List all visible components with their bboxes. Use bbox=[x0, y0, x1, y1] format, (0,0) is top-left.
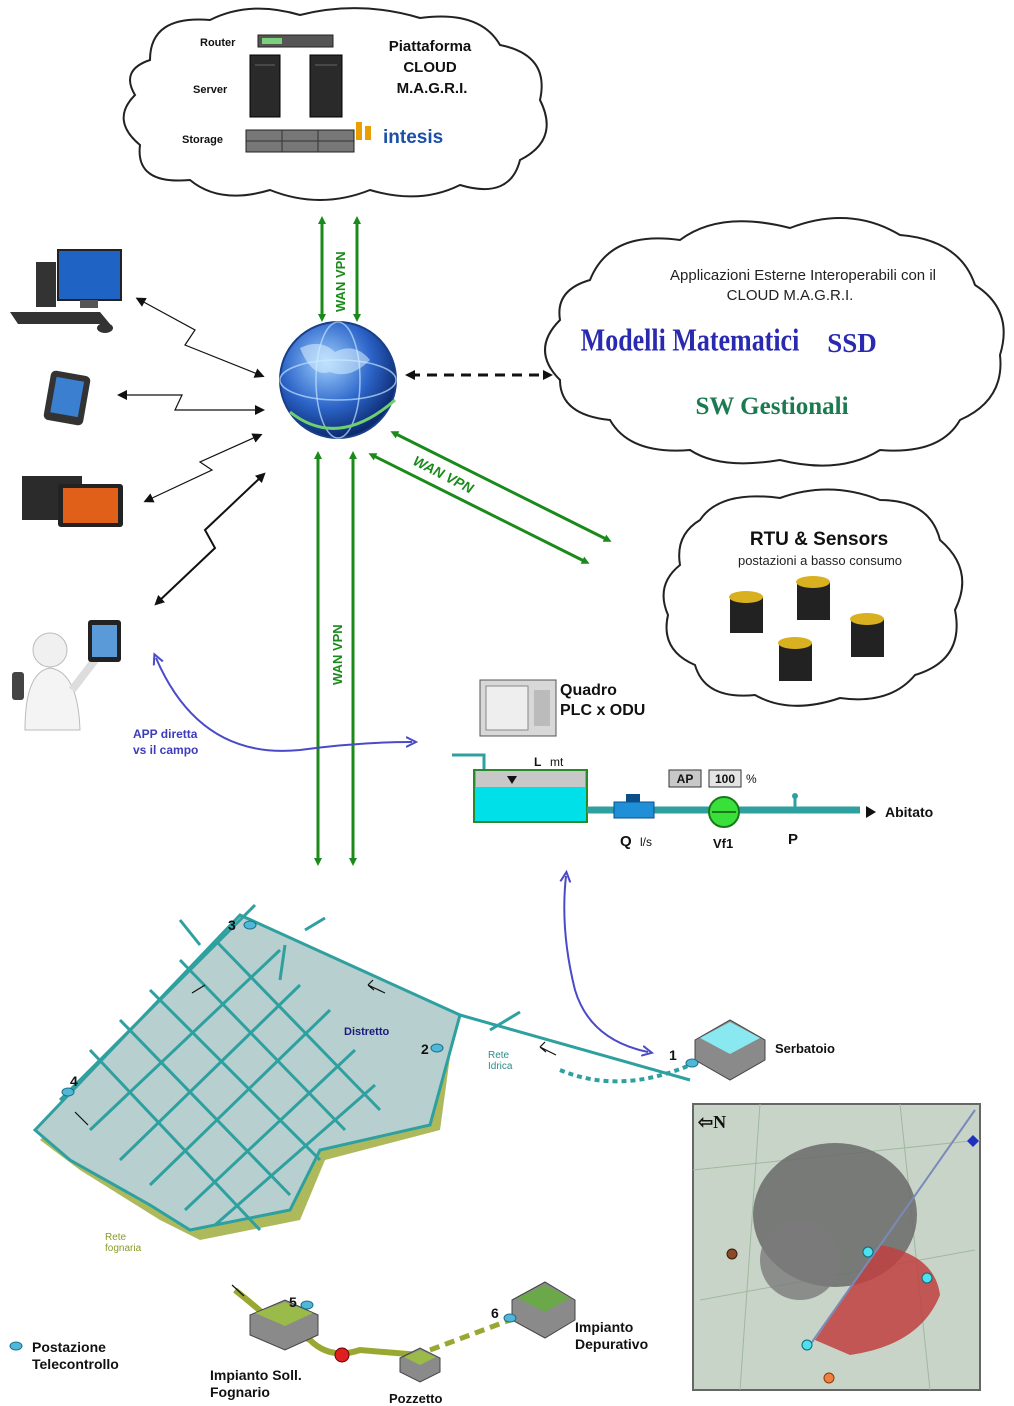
station-1-label: 1 bbox=[669, 1047, 677, 1063]
rtu-title: RTU & Sensors bbox=[750, 529, 888, 550]
plc-line1: Quadro bbox=[560, 682, 617, 699]
ap-value: 100 bbox=[715, 772, 735, 786]
water-tank-process bbox=[452, 753, 860, 823]
storage-icon bbox=[245, 129, 355, 153]
flow-label: Q bbox=[620, 833, 632, 850]
station-6-label: 6 bbox=[491, 1305, 499, 1321]
desktop-link-arrow bbox=[135, 297, 265, 378]
wan-vpn-label-center: WAN VPN bbox=[330, 624, 345, 685]
smartphone-link-arrow bbox=[117, 390, 265, 415]
treatment-line2: Depurativo bbox=[575, 1336, 648, 1352]
flow-unit: l/s bbox=[640, 835, 652, 849]
plc-tank-arrow bbox=[564, 876, 648, 1052]
mobile-user-icon bbox=[12, 620, 121, 731]
plc-line2: PLC x ODU bbox=[560, 702, 645, 719]
manhole-label: Pozzetto bbox=[389, 1391, 443, 1406]
valve-vf1-icon bbox=[708, 796, 740, 828]
legend-line1: Postazione bbox=[32, 1339, 106, 1355]
pump-station-line2: Fognario bbox=[210, 1384, 270, 1400]
router-label: Router bbox=[200, 37, 236, 49]
wan-vpn-rtu-arrow-1 bbox=[390, 431, 612, 542]
water-net-line2: Idrica bbox=[488, 1061, 513, 1072]
flow-direction-arrows bbox=[74, 979, 557, 1297]
level-unit: mt bbox=[550, 755, 564, 769]
tank-icon bbox=[694, 1019, 766, 1081]
abitato-label: Abitato bbox=[885, 804, 933, 820]
tablet-icon bbox=[22, 476, 123, 527]
tank-label: Serbatoio bbox=[775, 1041, 835, 1056]
treatment-line1: Impianto bbox=[575, 1319, 633, 1335]
app-sw-gestionali: SW Gestionali bbox=[695, 393, 848, 420]
ap-unit: % bbox=[746, 772, 757, 786]
station-marker-icon bbox=[9, 920, 699, 1351]
water-net-line1: Rete bbox=[488, 1050, 510, 1061]
district-label: Distretto bbox=[344, 1026, 390, 1038]
platform-title-line3: M.A.G.R.I. bbox=[397, 80, 468, 97]
pressure-label: P bbox=[788, 831, 798, 848]
rtu-sensor-icon bbox=[729, 576, 884, 681]
ap-value-box bbox=[708, 769, 742, 788]
station-3-label: 3 bbox=[228, 917, 236, 933]
district-network-shape bbox=[32, 903, 691, 1240]
app-direct-arrow bbox=[156, 658, 412, 752]
station-5-label: 5 bbox=[289, 1294, 297, 1310]
app-ssd: SSD bbox=[827, 328, 877, 358]
map-north-label: ⇦N bbox=[697, 1112, 726, 1132]
desktop-pc-icon bbox=[10, 249, 122, 333]
external-apps-cloud-shape bbox=[544, 217, 1005, 467]
ap-box bbox=[668, 769, 702, 788]
pump-station-icon bbox=[249, 1299, 350, 1363]
treatment-plant-icon bbox=[511, 1281, 576, 1339]
station-4-label: 4 bbox=[70, 1073, 78, 1089]
valve-label: Vf1 bbox=[713, 836, 733, 851]
sewer-net-line1: Rete bbox=[105, 1232, 127, 1243]
manhole-icon bbox=[399, 1347, 441, 1383]
intesis-logo-icon: intesis bbox=[356, 122, 443, 148]
wan-vpn-rtu-arrow-2 bbox=[368, 453, 590, 564]
router-icon bbox=[257, 34, 334, 48]
storage-label: Storage bbox=[182, 134, 223, 146]
station-2-label: 2 bbox=[421, 1041, 429, 1057]
city-map-image bbox=[692, 1103, 981, 1391]
plc-cabinet-icon bbox=[479, 679, 557, 737]
flow-meter-icon bbox=[613, 794, 655, 819]
sewer-net-line2: fognaria bbox=[105, 1243, 142, 1254]
external-apps-title-line2: CLOUD M.A.G.R.I. bbox=[727, 287, 854, 304]
mobile-user-link-arrow bbox=[154, 472, 266, 606]
app-mathematical-models: Modelli Matematici bbox=[581, 323, 800, 358]
server-icon bbox=[249, 54, 343, 118]
app-direct-line2: vs il campo bbox=[133, 743, 198, 757]
pump-station-line1: Impianto Soll. bbox=[210, 1367, 302, 1383]
pressure-sensor-icon bbox=[792, 793, 798, 807]
server-label: Server bbox=[193, 84, 228, 96]
smartphone-icon bbox=[43, 370, 91, 426]
platform-title-line1: Piattaforma bbox=[389, 38, 472, 55]
abitato-arrow-icon bbox=[866, 806, 876, 818]
vendor-logo: intesis bbox=[383, 127, 443, 148]
wan-vpn-label-top: WAN VPN bbox=[333, 251, 348, 312]
internet-globe-icon bbox=[279, 321, 397, 439]
ap-label: AP bbox=[677, 772, 694, 786]
app-direct-line1: APP diretta bbox=[133, 727, 198, 741]
legend-line2: Telecontrollo bbox=[32, 1356, 119, 1372]
platform-title-line2: CLOUD bbox=[403, 59, 456, 76]
rtu-subtitle: postazioni a basso consumo bbox=[738, 553, 902, 568]
tablet-link-arrow bbox=[143, 433, 263, 503]
level-label: L bbox=[534, 755, 541, 769]
external-apps-title-line1: Applicazioni Esterne Interoperabili con … bbox=[670, 267, 936, 284]
